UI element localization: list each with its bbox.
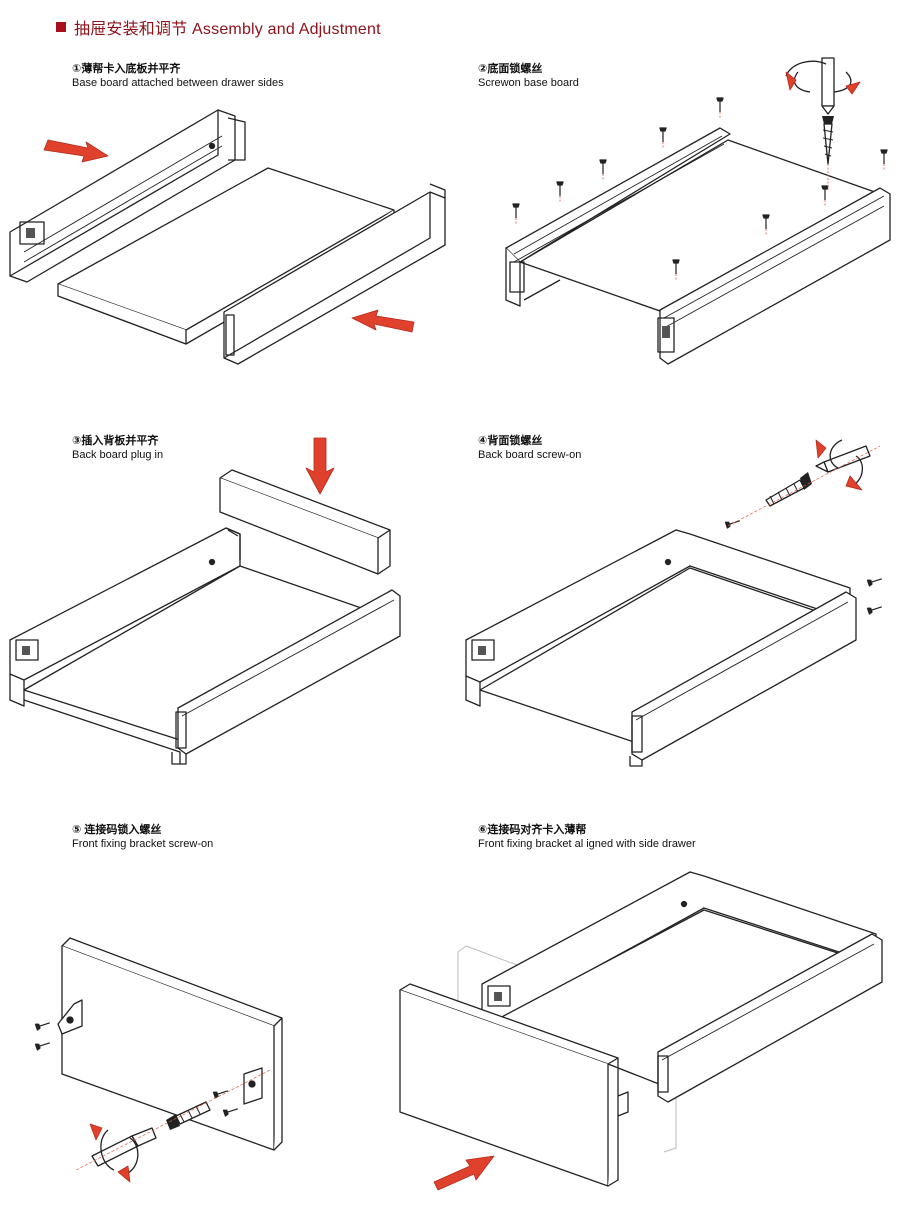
step-2-label: ②底面锁螺丝 Screwon base board <box>478 62 579 90</box>
step-6-label: ⑥连接码对齐卡入薄帮 Front fixing bracket al igned… <box>478 823 696 851</box>
step-3-label: ③插入背板并平齐 Back board plug in <box>72 434 163 462</box>
step-4-illustration <box>465 439 884 767</box>
step-1-label: ①薄帮卡入底板并平齐 Base board attached between d… <box>72 62 284 90</box>
step-3-subtitle: Back board plug in <box>72 449 164 461</box>
step-1-subtitle: Base board attached between drawer sides <box>72 77 284 89</box>
step-4-title: ④背面锁螺丝 <box>478 435 543 447</box>
step-2-title: ②底面锁螺丝 <box>478 63 543 75</box>
page-title: 抽屉安装和调节 Assembly and Adjustment <box>74 21 381 38</box>
step-5-subtitle: Front fixing bracket screw-on <box>72 838 214 850</box>
step-1-title: ①薄帮卡入底板并平齐 <box>72 63 181 75</box>
step-2-subtitle: Screwon base board <box>478 77 579 89</box>
step-1-illustration <box>9 109 446 365</box>
step-6-illustration <box>399 871 883 1191</box>
step-6-subtitle: Front fixing bracket al igned with side … <box>478 838 696 850</box>
step-4-label: ④背面锁螺丝 Back board screw-on <box>478 434 581 462</box>
step-3-title: ③插入背板并平齐 <box>72 435 159 447</box>
step-4-subtitle: Back board screw-on <box>478 449 582 461</box>
step-3-illustration <box>9 437 401 765</box>
page-header: 抽屉安装和调节 Assembly and Adjustment <box>56 16 381 38</box>
step-2-illustration <box>505 57 891 365</box>
step-5-title: ⑤ 连接码锁入螺丝 <box>72 824 162 836</box>
step-5-illustration <box>34 937 283 1183</box>
step-6-title: ⑥连接码对齐卡入薄帮 <box>478 824 587 836</box>
step-5-label: ⑤ 连接码锁入螺丝 Front fixing bracket screw-on <box>72 823 213 851</box>
header-bullet-icon <box>56 22 66 32</box>
